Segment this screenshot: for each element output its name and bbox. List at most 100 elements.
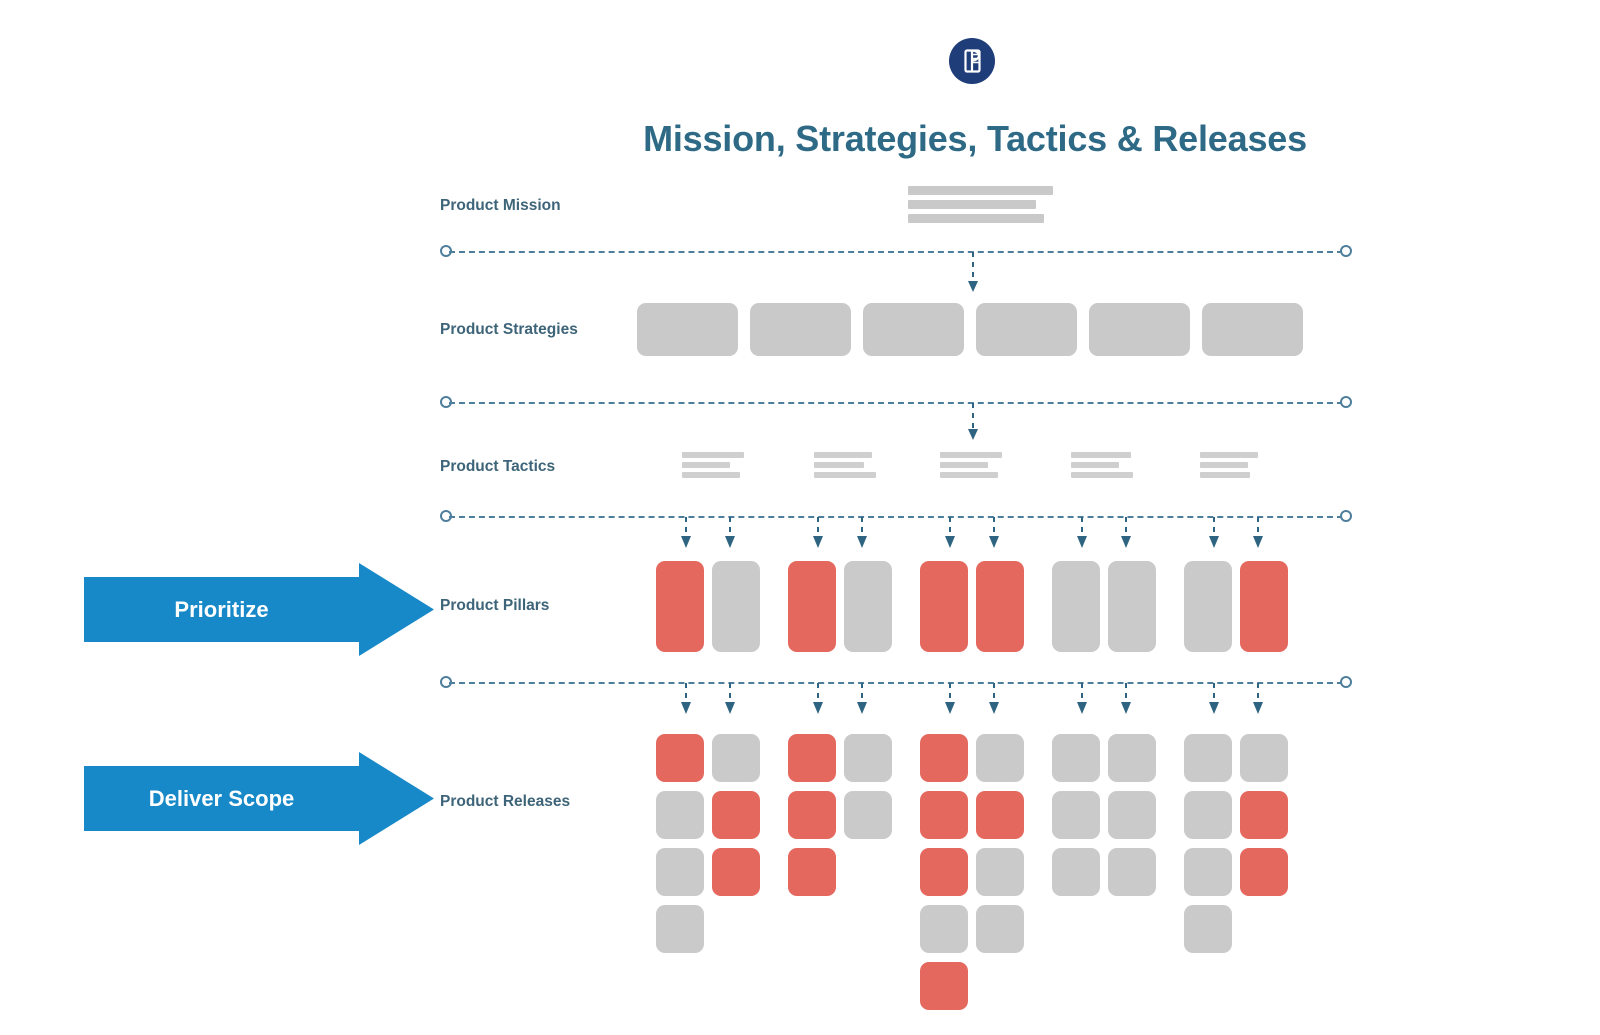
bubble-document-logo-icon [949,38,995,84]
tactic-group [1200,452,1258,482]
release-cell[interactable] [844,791,892,839]
release-cell[interactable] [1052,791,1100,839]
tactic-line [814,472,876,478]
tactic-line [682,472,740,478]
rail-line [449,251,1343,253]
row-label-pillars: Product Pillars [440,597,550,614]
release-cell[interactable] [1052,848,1100,896]
pillar-group [1052,561,1156,652]
mission-bar [908,200,1036,209]
pillar-group [920,561,1024,652]
release-cell[interactable] [788,734,836,782]
pillar-group [1184,561,1288,652]
pillar-cell[interactable] [788,561,836,652]
tactic-line [1200,452,1258,458]
strategy-box[interactable] [976,303,1077,356]
deliver-scope-callout-arrow[interactable]: Deliver Scope [84,752,434,845]
release-cell[interactable] [1108,848,1156,896]
rail-line [449,516,1343,518]
release-cell[interactable] [656,734,704,782]
release-group [1052,734,1156,896]
tactic-line [940,462,988,468]
release-cell[interactable] [1240,848,1288,896]
tactic-line [814,462,864,468]
tactic-line [940,472,998,478]
pillar-cell[interactable] [1052,561,1100,652]
tactic-group [682,452,744,482]
mission-bar [908,186,1053,195]
release-column [1052,734,1100,896]
pillar-cell[interactable] [656,561,704,652]
pillar-cell[interactable] [976,561,1024,652]
pillar-cell[interactable] [1240,561,1288,652]
tactic-group [814,452,876,482]
release-cell[interactable] [976,734,1024,782]
rail-pillars [440,676,1352,690]
pillar-cell[interactable] [1184,561,1232,652]
row-label-strategies: Product Strategies [440,321,578,338]
strategy-box[interactable] [1202,303,1303,356]
tactic-line [1071,462,1119,468]
release-cell[interactable] [920,734,968,782]
release-group [1184,734,1288,953]
release-group [788,734,892,896]
tactic-line [1071,452,1131,458]
pillar-cell[interactable] [920,561,968,652]
release-column [712,734,760,953]
release-cell[interactable] [920,791,968,839]
pillar-cell[interactable] [1108,561,1156,652]
pillar-column [1052,561,1100,652]
strategy-box[interactable] [637,303,738,356]
release-cell[interactable] [712,848,760,896]
release-cell[interactable] [1052,734,1100,782]
release-cell[interactable] [656,848,704,896]
rail-tactics [440,510,1352,524]
release-cell[interactable] [1240,791,1288,839]
tactic-line [682,462,730,468]
row-label-tactics: Product Tactics [440,458,556,475]
release-cell[interactable] [1184,905,1232,953]
release-cell[interactable] [976,791,1024,839]
release-cell[interactable] [844,734,892,782]
strategy-box[interactable] [750,303,851,356]
release-cell[interactable] [920,848,968,896]
pillar-column [788,561,836,652]
release-cell[interactable] [1184,791,1232,839]
tactic-line [1071,472,1133,478]
release-cell[interactable] [712,734,760,782]
release-cell[interactable] [788,791,836,839]
release-column [1184,734,1232,953]
pillar-group [788,561,892,652]
strategy-box[interactable] [1089,303,1190,356]
release-cell[interactable] [920,905,968,953]
release-cell[interactable] [1240,734,1288,782]
release-column [976,734,1024,1010]
release-cell[interactable] [976,905,1024,953]
release-cell[interactable] [1108,734,1156,782]
pillar-cell[interactable] [844,561,892,652]
rail-strategies [440,396,1352,410]
tactic-group [940,452,1002,482]
prioritize-callout-arrow[interactable]: Prioritize [84,563,434,656]
release-cell[interactable] [712,791,760,839]
release-cell[interactable] [656,791,704,839]
release-cell[interactable] [788,848,836,896]
pillar-column [844,561,892,652]
pillar-column [1108,561,1156,652]
release-cell[interactable] [656,905,704,953]
release-cell[interactable] [976,848,1024,896]
release-column [1240,734,1288,953]
strategy-box[interactable] [863,303,964,356]
release-column [1108,734,1156,896]
release-column [788,734,836,896]
pillar-column [920,561,968,652]
row-label-releases: Product Releases [440,793,571,810]
mission-bar [908,214,1044,223]
rail-endcap-right [1340,245,1352,257]
release-cell[interactable] [1184,848,1232,896]
release-cell[interactable] [920,962,968,1010]
rail-line [449,402,1343,404]
release-cell[interactable] [1108,791,1156,839]
pillar-cell[interactable] [712,561,760,652]
release-cell[interactable] [1184,734,1232,782]
